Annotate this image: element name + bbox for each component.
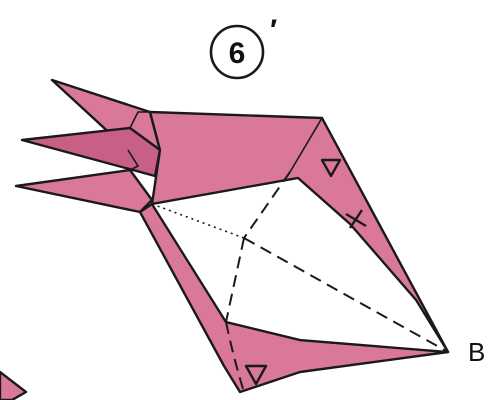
white-inner-area [152, 178, 448, 352]
point-b-label: B [468, 337, 485, 367]
inner-white-paper [152, 178, 448, 352]
left-flaps [16, 80, 160, 212]
stray-flap-paper [0, 372, 26, 400]
step-number: 6 [229, 37, 246, 70]
stray-flap [0, 372, 26, 400]
step-prime-mark: ′ [270, 14, 277, 47]
step-badge: 6 ′ [211, 14, 277, 78]
lower-flap [16, 170, 152, 212]
middle-flap [22, 128, 160, 176]
